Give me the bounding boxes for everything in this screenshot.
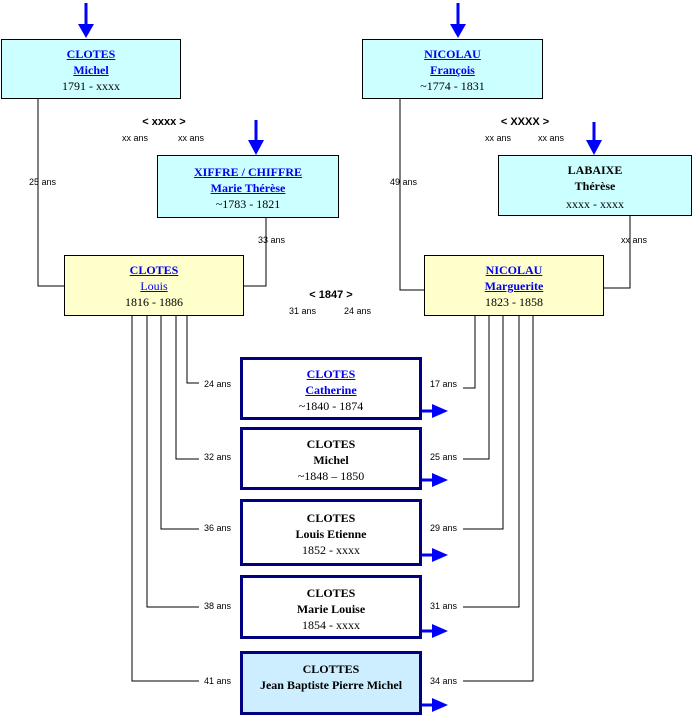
age-label: 33 ans: [258, 235, 286, 245]
person-surname: LABAIXE: [567, 163, 623, 177]
person-given-name: Thérèse: [574, 179, 616, 193]
age-label: 31 ans: [430, 601, 458, 611]
person-surname[interactable]: CLOTES: [66, 47, 116, 61]
marriage-age-right: xx ans: [178, 133, 205, 143]
person-surname: CLOTES: [306, 586, 356, 600]
person-given-name: Michel: [313, 453, 349, 467]
age-label: 25 ans: [29, 177, 57, 187]
person-catherine-clotes[interactable]: CLOTES Catherine ~1840 - 1874: [240, 357, 422, 420]
person-francois-nicolau[interactable]: NICOLAU François ~1774 - 1831: [362, 39, 543, 99]
marriage-year: < XXXX >: [500, 116, 550, 128]
person-given-name[interactable]: Marguerite: [484, 279, 544, 293]
age-label: 49 ans: [390, 177, 418, 187]
person-dates: 1791 - xxxx: [62, 79, 120, 93]
person-marguerite-nicolau[interactable]: NICOLAU Marguerite 1823 - 1858: [424, 255, 604, 316]
person-therese-labaixe[interactable]: LABAIXE Thérèse xxxx - xxxx: [498, 155, 692, 216]
person-surname: CLOTTES: [302, 662, 360, 676]
descendant-arrows: [422, 404, 448, 712]
person-given-name[interactable]: Catherine: [305, 383, 357, 397]
person-given-name: Jean Baptiste Pierre Michel: [259, 678, 403, 692]
person-surname: CLOTES: [306, 511, 356, 525]
person-louis-clotes[interactable]: CLOTES Louis 1816 - 1886: [64, 255, 244, 316]
age-label: 32 ans: [204, 452, 232, 462]
age-label: 24 ans: [204, 379, 232, 389]
marriage-age-right: 24 ans: [344, 306, 372, 316]
person-marie-louise-clotes[interactable]: CLOTES Marie Louise 1854 - xxxx: [240, 575, 422, 639]
age-label: xx ans: [621, 235, 648, 245]
age-label: 38 ans: [204, 601, 232, 611]
marriage-age-right: xx ans: [538, 133, 565, 143]
person-surname[interactable]: CLOTES: [129, 263, 179, 277]
person-dates: 1852 - xxxx: [302, 543, 360, 557]
age-label: 25 ans: [430, 452, 458, 462]
person-marie-therese-xiffre[interactable]: XIFFRE / CHIFFRE Marie Thérèse ~1783 - 1…: [157, 155, 339, 218]
person-louis-etienne-clotes[interactable]: CLOTES Louis Etienne 1852 - xxxx: [240, 499, 422, 566]
person-given-name[interactable]: François: [430, 63, 475, 77]
person-michel-clotes[interactable]: CLOTES Michel 1791 - xxxx: [1, 39, 181, 99]
marriage-age-left: xx ans: [122, 133, 149, 143]
person-dates: xxxx - xxxx: [566, 197, 624, 211]
age-label: 29 ans: [430, 523, 458, 533]
person-dates: 1823 - 1858: [485, 295, 543, 309]
person-jean-baptiste-clottes[interactable]: CLOTTES Jean Baptiste Pierre Michel: [240, 651, 422, 715]
person-given-name[interactable]: Louis: [140, 279, 168, 293]
person-dates: 1854 - xxxx: [302, 618, 360, 632]
person-surname[interactable]: NICOLAU: [485, 263, 543, 277]
age-label: 41 ans: [204, 676, 232, 686]
age-label: 17 ans: [430, 379, 458, 389]
person-surname[interactable]: CLOTES: [306, 367, 356, 381]
person-dates: ~1840 - 1874: [298, 399, 364, 413]
person-dates: ~1783 - 1821: [215, 197, 281, 211]
person-surname[interactable]: XIFFRE / CHIFFRE: [194, 165, 302, 179]
person-given-name: Marie Louise: [296, 602, 366, 616]
marriage-age-left: xx ans: [485, 133, 512, 143]
person-dates: ~1848 – 1850: [297, 469, 365, 483]
age-label: 36 ans: [204, 523, 232, 533]
person-dates: 1816 - 1886: [125, 295, 183, 309]
person-michel-clotes-child[interactable]: CLOTES Michel ~1848 – 1850: [240, 427, 422, 490]
person-given-name[interactable]: Michel: [73, 63, 109, 77]
marriage-year: < xxxx >: [142, 116, 186, 128]
age-label: 34 ans: [430, 676, 458, 686]
marriage-year: < 1847 >: [309, 289, 353, 301]
person-dates: ~1774 - 1831: [420, 79, 485, 93]
marriage-age-left: 31 ans: [289, 306, 317, 316]
person-surname: CLOTES: [306, 437, 356, 451]
person-given-name: Louis Etienne: [295, 527, 367, 541]
person-given-name[interactable]: Marie Thérèse: [210, 181, 286, 195]
ancestry-arrows: [78, 3, 602, 155]
person-surname[interactable]: NICOLAU: [424, 47, 481, 61]
